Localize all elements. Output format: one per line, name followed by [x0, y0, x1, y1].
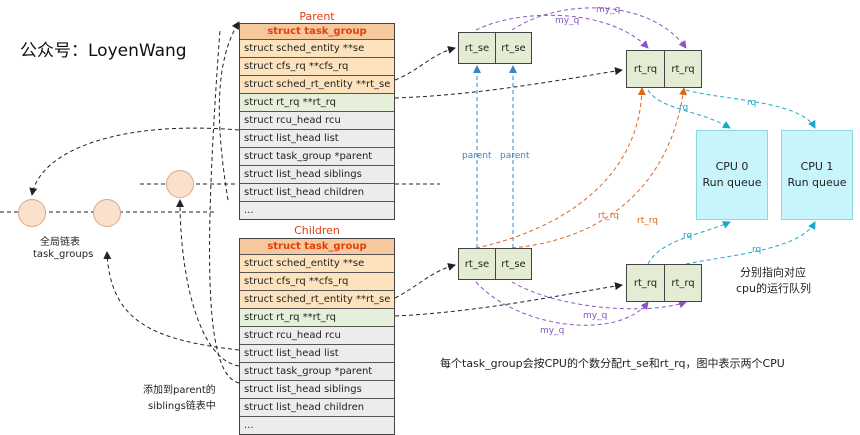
parent-title: Parent: [299, 10, 335, 23]
global-list-node-1: [18, 199, 46, 227]
parent-row-se: struct sched_entity **se: [240, 40, 394, 58]
rq-edge-bottom-2: [685, 221, 816, 265]
my-q-label-top-1: my_q: [555, 16, 580, 26]
rt-rq-cell: rt_rq: [627, 265, 664, 301]
rq-label-bottom-1: rq: [683, 231, 693, 241]
parent-row-ellipsis: ...: [240, 202, 394, 219]
children-row-se: struct sched_entity **se: [240, 255, 394, 273]
parent-task-group: struct task_group struct sched_entity **…: [239, 23, 395, 220]
my-q-edge-top-2: [511, 7, 687, 49]
point-cpu-label: 分别指向对应: [740, 266, 806, 279]
parent-row-parent: struct task_group *parent: [240, 148, 394, 166]
parent-rt-se-edge: [394, 46, 456, 81]
parent-siblings-edge: [218, 21, 240, 201]
add-parent-label: 添加到parent的: [143, 385, 216, 396]
point-cpu-sublabel: cpu的运行队列: [736, 282, 812, 295]
child-rt-se-edge: [394, 263, 456, 299]
children-row-ellipsis: ...: [240, 417, 394, 434]
parent-row-rt-se: struct sched_rt_entity **rt_se: [240, 76, 394, 94]
parent-list-edge: [29, 127, 240, 196]
children-title: Children: [294, 224, 340, 237]
children-row-list: struct list_head list: [240, 345, 394, 363]
children-row-children: struct list_head children: [240, 399, 394, 417]
children-rt-rq-pair: rt_rq rt_rq: [626, 264, 702, 302]
cpu0-run-queue: CPU 0 Run queue: [696, 130, 768, 220]
my-q-label-top-2: my_q: [596, 5, 621, 15]
cpu1-run-queue: CPU 1 Run queue: [781, 130, 853, 220]
children-row-parent: struct task_group *parent: [240, 363, 394, 381]
parent-row-children: struct list_head children: [240, 184, 394, 202]
rt-se-cell: rt_se: [459, 249, 495, 279]
parent-header: struct task_group: [240, 24, 394, 40]
rt-rq-edge-1: [475, 87, 646, 249]
rq-edge-bottom-1: [647, 221, 731, 265]
child-list-edge: [103, 251, 240, 351]
parent-row-rcu: struct rcu_head rcu: [240, 112, 394, 130]
global-list-label: 全局链表: [40, 237, 80, 248]
add-parent-sublabel: siblings链表中: [148, 401, 216, 412]
rt-se-cell: rt_se: [495, 249, 531, 279]
child-rt-rq-edge: [394, 282, 623, 317]
child-parent-edge: [176, 199, 240, 367]
rq-edge-top-1: [647, 89, 731, 129]
rt-rq-cell: rt_rq: [663, 51, 701, 87]
rt-rq-cell: rt_rq: [627, 51, 664, 87]
rq-label-bottom-2: rq: [752, 245, 762, 255]
parent-row-list: struct list_head list: [240, 130, 394, 148]
children-row-cfs-rq: struct cfs_rq **cfs_rq: [240, 273, 394, 291]
cpu1-name: CPU 1: [800, 160, 834, 173]
watermark-text: 公众号：LoyenWang: [20, 41, 187, 61]
rt-se-cell: rt_se: [495, 33, 531, 63]
parent-rt-se-pair: rt_se rt_se: [458, 32, 532, 64]
rq-edge-top-2: [685, 89, 816, 129]
my-q-edge-top-1: [475, 14, 649, 49]
children-task-group: struct task_group struct sched_entity **…: [239, 238, 395, 435]
children-header: struct task_group: [240, 239, 394, 255]
rt-rq-label-2: rt_rq: [637, 216, 658, 226]
rq-label-top-1: rq: [679, 103, 689, 113]
cpu1-sub: Run queue: [787, 176, 847, 189]
parent-label-2: parent: [500, 151, 530, 161]
children-rt-se-pair: rt_se rt_se: [458, 248, 532, 280]
rt-rq-cell: rt_rq: [663, 265, 701, 301]
parent-rt-rq-pair: rt_rq rt_rq: [626, 50, 702, 88]
parent-row-cfs-rq: struct cfs_rq **cfs_rq: [240, 58, 394, 76]
caption: 每个task_group会按CPU的个数分配rt_se和rt_rq，图中表示两个…: [440, 357, 785, 370]
rt-se-cell: rt_se: [459, 33, 495, 63]
my-q-edge-bottom-1: [475, 281, 649, 326]
cpu0-sub: Run queue: [702, 176, 762, 189]
global-list-node-2: [93, 199, 121, 227]
my-q-label-bottom-1: my_q: [540, 326, 565, 336]
children-row-siblings: struct list_head siblings: [240, 381, 394, 399]
rt-rq-label-1: rt_rq: [598, 211, 619, 221]
rq-label-top-2: rq: [747, 98, 757, 108]
parent-row-rt-rq: struct rt_rq **rt_rq: [240, 94, 394, 112]
parent-rt-rq-edge: [394, 67, 623, 99]
children-list-node: [166, 170, 194, 198]
child-siblings-edge: [209, 29, 240, 384]
children-row-rcu: struct rcu_head rcu: [240, 327, 394, 345]
children-row-rt-rq: struct rt_rq **rt_rq: [240, 309, 394, 327]
global-list-sublabel: task_groups: [33, 249, 94, 260]
rt-rq-edge-2: [511, 87, 688, 249]
parent-label-1: parent: [462, 151, 492, 161]
my-q-edge-bottom-2: [511, 281, 687, 310]
cpu0-name: CPU 0: [715, 160, 749, 173]
parent-row-siblings: struct list_head siblings: [240, 166, 394, 184]
my-q-label-bottom-2: my_q: [583, 311, 608, 321]
children-row-rt-se: struct sched_rt_entity **rt_se: [240, 291, 394, 309]
